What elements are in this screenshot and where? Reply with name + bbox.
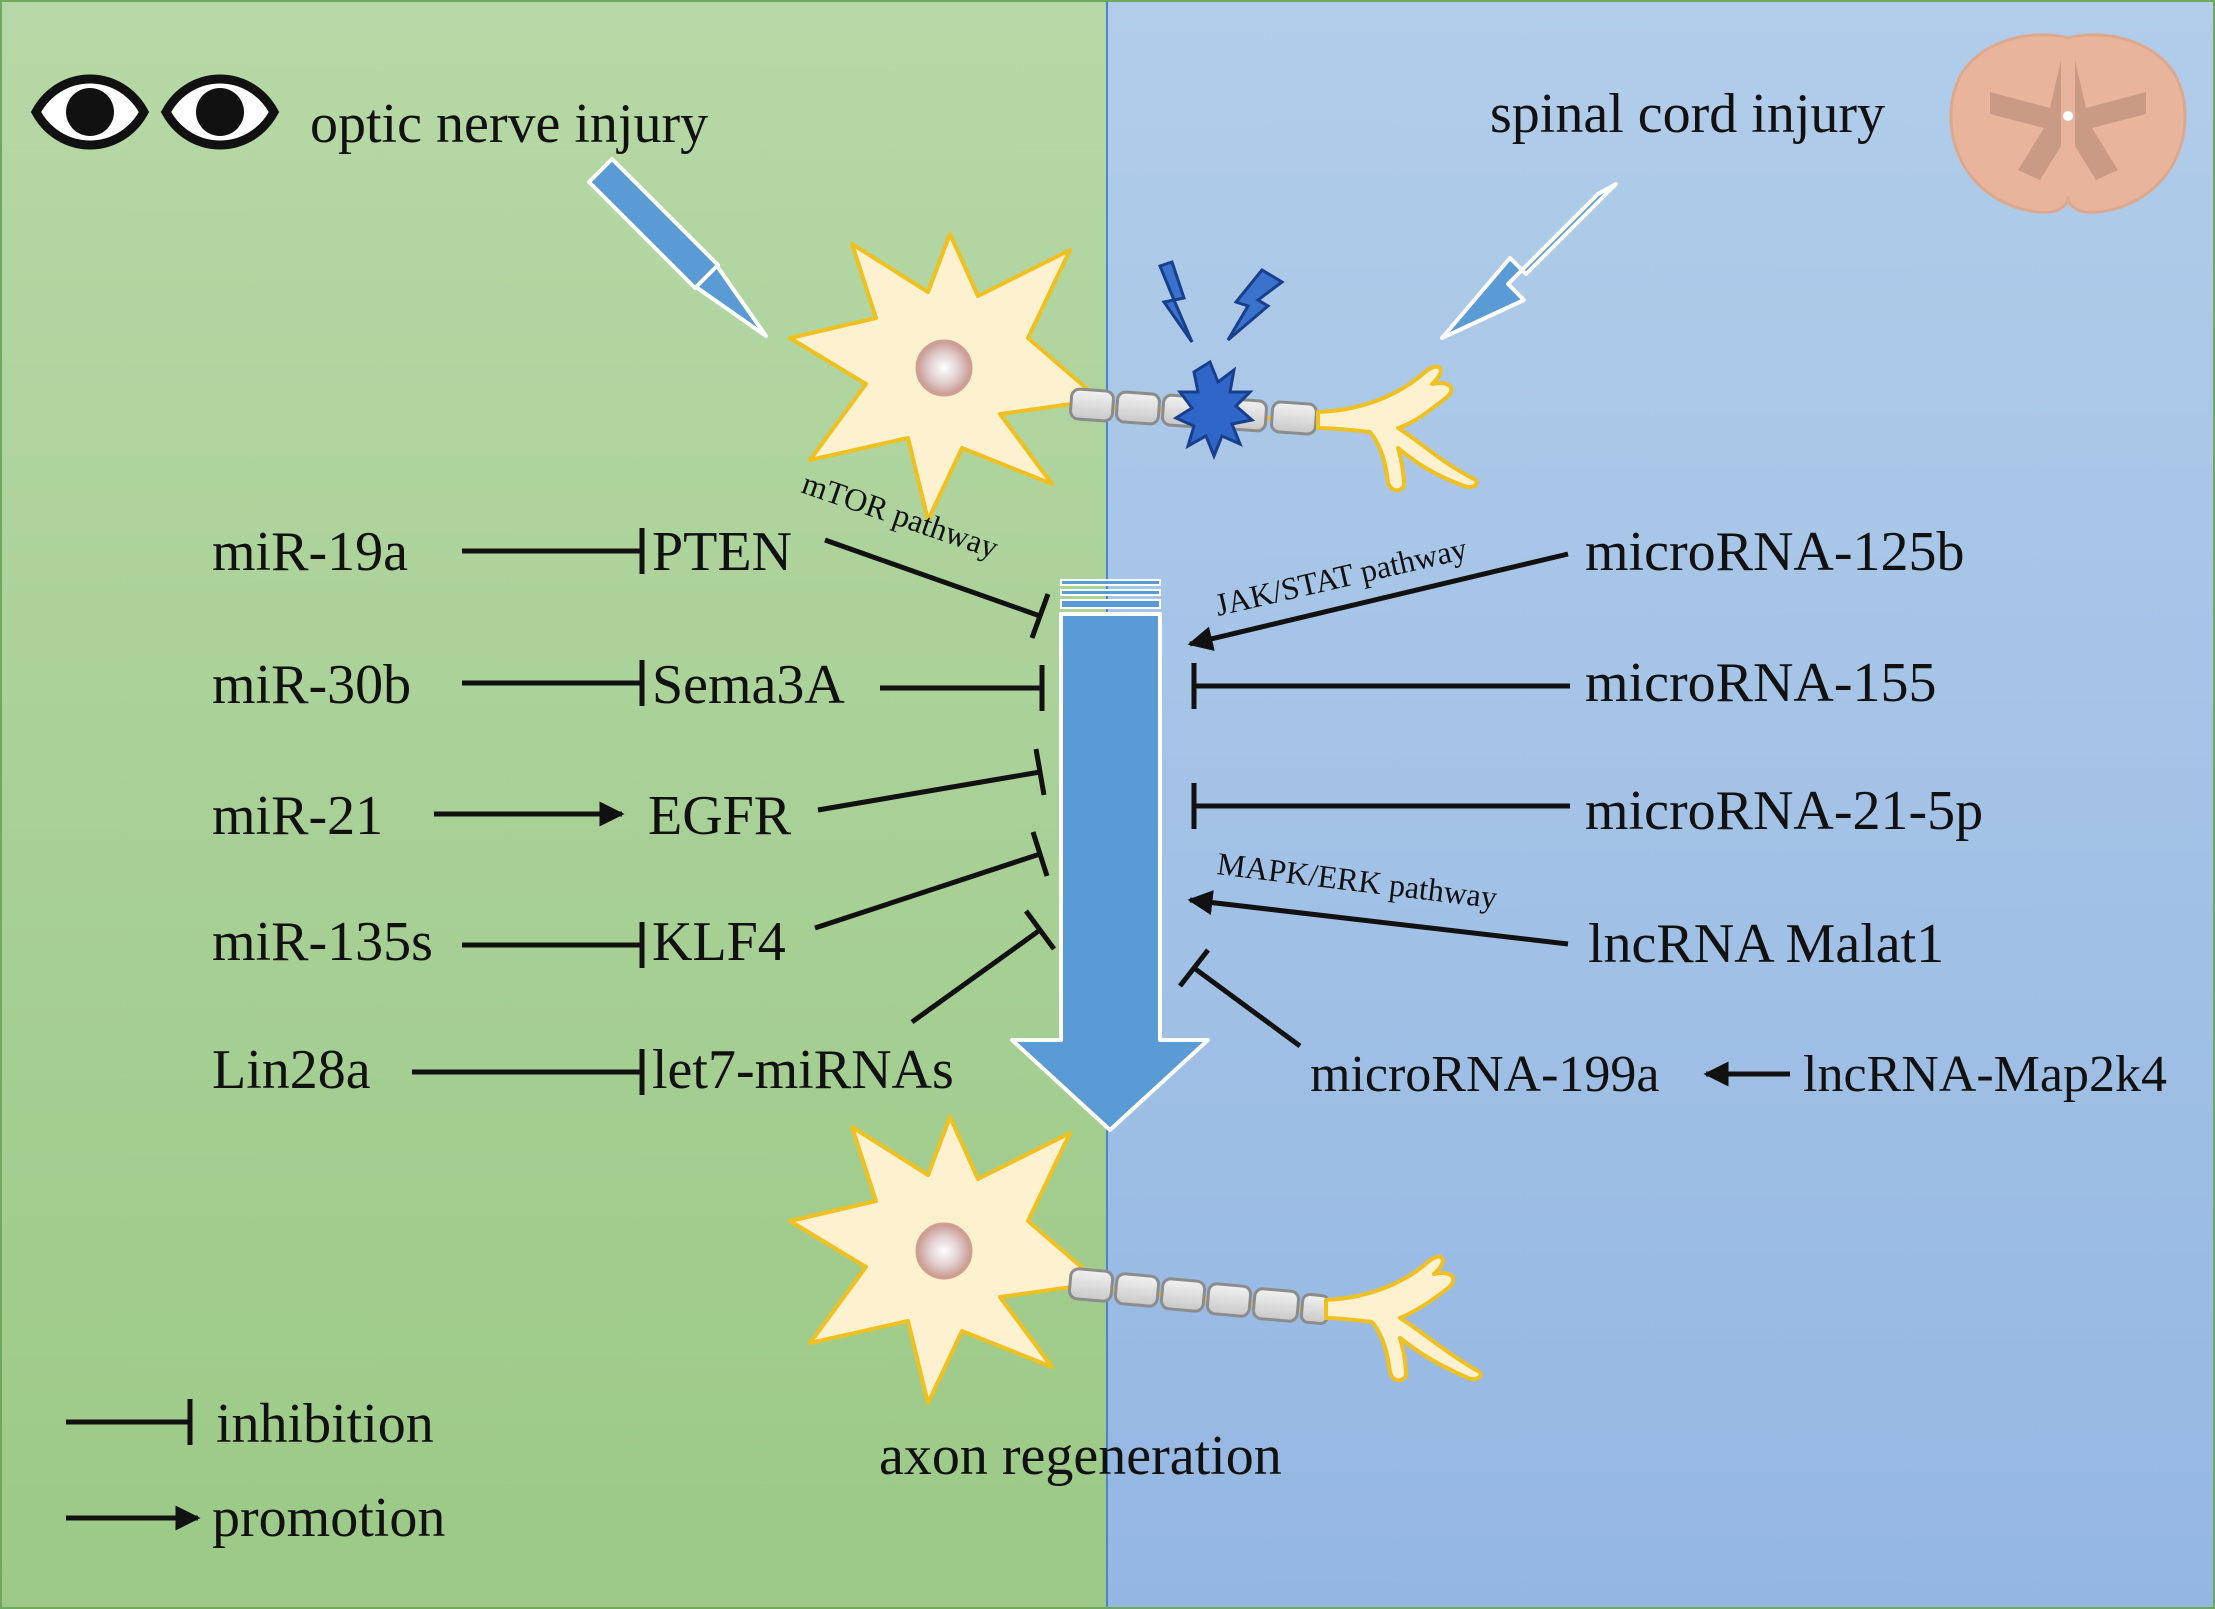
promotion-connector xyxy=(1187,551,1569,651)
regeneration-arrow xyxy=(1010,579,1210,1132)
left-target-label: KLF4 xyxy=(652,911,786,973)
left-target-label: Sema3A xyxy=(652,654,845,716)
left-target-label: PTEN xyxy=(652,521,792,583)
axon-regeneration-label: axon regeneration xyxy=(879,1425,1282,1487)
legend-inhibition-label: inhibition xyxy=(216,1393,434,1455)
legend: inhibition promotion xyxy=(66,1393,445,1549)
right-item-label: microRNA-199a xyxy=(1310,1046,1659,1103)
spinal-injury-arrow xyxy=(1440,182,1618,340)
spinal-cord-injury-title: spinal cord injury xyxy=(1490,83,1885,145)
right-item-label: microRNA-21-5p xyxy=(1585,780,1983,842)
left-regulator-label: miR-135s xyxy=(212,911,433,973)
lightning-icon xyxy=(1158,260,1194,343)
left-target-label: EGFR xyxy=(648,785,792,847)
promotion-connector xyxy=(1187,890,1569,947)
left-connectors xyxy=(412,528,1057,1095)
right-item-label: microRNA-155 xyxy=(1585,652,1937,714)
left-regulator-label: miR-19a xyxy=(212,521,408,583)
spinal-cord-section-icon xyxy=(1949,33,2187,214)
right-item-label: lncRNA Malat1 xyxy=(1588,913,1944,975)
optic-nerve-injury-title: optic nerve injury xyxy=(310,93,708,155)
eye-icon xyxy=(30,74,150,150)
left-regulator-label: Lin28a xyxy=(212,1039,371,1101)
right-connectors xyxy=(1178,663,1570,1049)
lightning-icon xyxy=(1226,268,1285,342)
neuron-icon xyxy=(788,1115,1483,1405)
right-item-label: microRNA-125b xyxy=(1585,521,1965,583)
legend-promotion-label: promotion xyxy=(212,1487,445,1549)
left-regulator-label: miR-30b xyxy=(212,654,411,716)
optic-injury-arrow xyxy=(587,157,768,338)
left-target-label: let7-miRNAs xyxy=(652,1039,954,1101)
injury-site-icon xyxy=(1172,359,1256,461)
left-regulator-label: miR-21 xyxy=(212,785,383,847)
right-item-label: lncRNA-Map2k4 xyxy=(1803,1046,2167,1103)
eye-icon xyxy=(160,74,280,150)
